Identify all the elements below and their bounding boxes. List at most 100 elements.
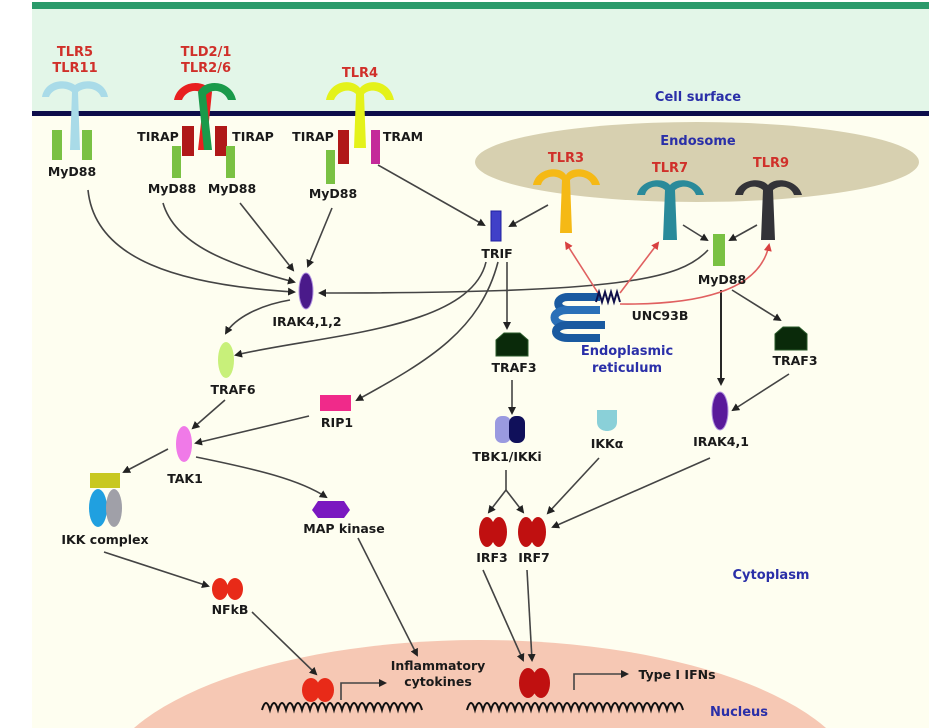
- cytoplasm-label: Cytoplasm: [733, 568, 810, 583]
- myd88-tlr5-left: [52, 130, 62, 160]
- myd88-endosomal: [713, 234, 725, 266]
- tlr3-receptor: [533, 169, 600, 233]
- myd88-endosomal-label: MyD88: [698, 272, 746, 287]
- tbk1-ikki-node: [495, 416, 525, 443]
- irf7-label: IRF7: [518, 550, 550, 565]
- edge-tbk1-to-irf7: [505, 489, 525, 514]
- edge-irak-to-traf6: [224, 299, 291, 335]
- tlr4-receptor: [326, 82, 394, 148]
- myd88-tlr4: [326, 150, 335, 184]
- traf6-label: TRAF6: [210, 382, 255, 397]
- edge-nfkb-to-nucleus: [251, 611, 318, 676]
- irak41-label: IRAK4,1: [693, 434, 749, 449]
- tirap-tlr2-right-label: TIRAP: [232, 129, 274, 144]
- tlr7-receptor: [637, 180, 704, 240]
- edge-unc93b-to-tlr9: [619, 243, 772, 305]
- myd88-tlr5-label: MyD88: [48, 164, 96, 179]
- edge-unc93b-to-tlr7: [619, 241, 660, 294]
- tak1-node: [176, 426, 192, 462]
- rip1-node: [320, 395, 351, 411]
- tirap-tlr2-left-label: TIRAP: [137, 129, 179, 144]
- tak1-label: TAK1: [167, 471, 203, 486]
- edge-tak1-to-ikk: [122, 448, 169, 473]
- myd88-tlr2-left-label: MyD88: [148, 181, 196, 196]
- er-label-line1: Endoplasmic: [581, 344, 673, 359]
- ikk-complex-node: [89, 473, 122, 527]
- edge-irf3-to-nucleus: [482, 569, 525, 662]
- edge-ikk-to-nfkb: [103, 551, 210, 588]
- inflammatory-cytokines-label-2: cytokines: [404, 674, 472, 689]
- traf6-node: [218, 342, 234, 378]
- tlr3-label: TLR3: [548, 151, 584, 166]
- trif-node: [490, 210, 502, 242]
- edge-trif-to-traf6: [234, 261, 487, 358]
- plasma-membrane: [32, 111, 929, 116]
- tlr9-label: TLR9: [753, 156, 789, 171]
- unc93b-icon: [595, 288, 621, 306]
- traf3-myd88-label: TRAF3: [772, 353, 817, 368]
- extracellular-region: [32, 8, 929, 112]
- edge-traf6-to-tak1: [191, 399, 226, 430]
- cell-surface-label: Cell surface: [655, 90, 741, 105]
- cytoplasm-region: [32, 114, 929, 728]
- tbk1-ikki-label: TBK1/IKKi: [472, 449, 541, 464]
- edge-irf7-to-nucleus: [526, 569, 536, 662]
- type1-ifns-label: Type I IFNs: [638, 667, 715, 682]
- edge-unc93b-to-tlr3: [564, 241, 599, 294]
- edge-rip1-to-tak1: [194, 415, 310, 446]
- dna-strand-right: [466, 702, 684, 714]
- trif-label: TRIF: [481, 246, 512, 261]
- tlr2-receptor: [174, 82, 236, 150]
- edge-irak41-to-irf7: [551, 457, 711, 529]
- nucleus-label: Nucleus: [710, 705, 768, 720]
- traf3-trif-node: [495, 332, 529, 357]
- edge-myd88-tlr2b-to-irak: [239, 202, 295, 272]
- edge-myd88-endo-to-irak: [318, 249, 709, 297]
- signaling-edges: [87, 164, 790, 676]
- traf3-trif-label: TRAF3: [491, 360, 536, 375]
- edge-mapk-to-cytokines: [357, 537, 418, 657]
- edge-tram-to-trif: [377, 164, 486, 226]
- dna-strand-left: [261, 702, 423, 714]
- edge-myd88-to-traf3: [731, 289, 782, 322]
- map-kinase-label: MAP kinase: [303, 521, 384, 536]
- tirap-tlr4-label: TIRAP: [292, 129, 334, 144]
- edge-myd88-tlr4-to-irak: [306, 207, 333, 268]
- map-kinase-node: [312, 501, 350, 518]
- tlr4-label: TLR4: [342, 66, 378, 81]
- tirap-tlr2-right: [215, 126, 227, 156]
- tlr11-label: TLR11: [52, 61, 97, 76]
- irak412-node: [298, 272, 314, 310]
- tirap-tlr4: [338, 130, 349, 164]
- irf3-label: IRF3: [476, 550, 508, 565]
- tlr9-receptor: [735, 180, 802, 240]
- edge-tlr7-to-myd88: [682, 224, 709, 242]
- tld21-label: TLD2/1: [181, 45, 232, 60]
- transcription-arrow-ifns: [573, 670, 629, 690]
- tlr7-label: TLR7: [652, 161, 688, 176]
- nfkb-label: NFkB: [212, 602, 249, 617]
- irf3-node: [479, 517, 507, 547]
- tirap-tlr2-left: [182, 126, 194, 156]
- tlr5-tlr11-receptor: [42, 81, 108, 150]
- rip1-label: RIP1: [321, 415, 353, 430]
- edge-traf3-to-irak41: [731, 373, 790, 412]
- myd88-tlr4-label: MyD88: [309, 186, 357, 201]
- tlr26-label: TLR2/6: [181, 61, 231, 76]
- edge-myd88-tlr2a-to-irak: [162, 202, 296, 285]
- inflammatory-cytokines-label-1: Inflammatory: [391, 658, 486, 673]
- irak412-label: IRAK4,1,2: [272, 314, 341, 329]
- myd88-tlr5-right: [82, 130, 92, 160]
- irak41-node: [711, 391, 729, 431]
- tlr5-label: TLR5: [57, 45, 93, 60]
- edge-tlr3-to-trif: [508, 204, 549, 227]
- edge-tak1-to-mapk: [195, 456, 328, 499]
- endosome-label: Endosome: [660, 134, 736, 149]
- tram-tlr4: [371, 130, 380, 164]
- nfkb-bound-dna: [302, 678, 334, 702]
- edge-tlr9-to-myd88: [728, 224, 758, 241]
- irf7-node: [518, 517, 546, 547]
- ikka-label: IKKα: [591, 436, 624, 451]
- edge-tbk1-to-irf3: [487, 489, 507, 514]
